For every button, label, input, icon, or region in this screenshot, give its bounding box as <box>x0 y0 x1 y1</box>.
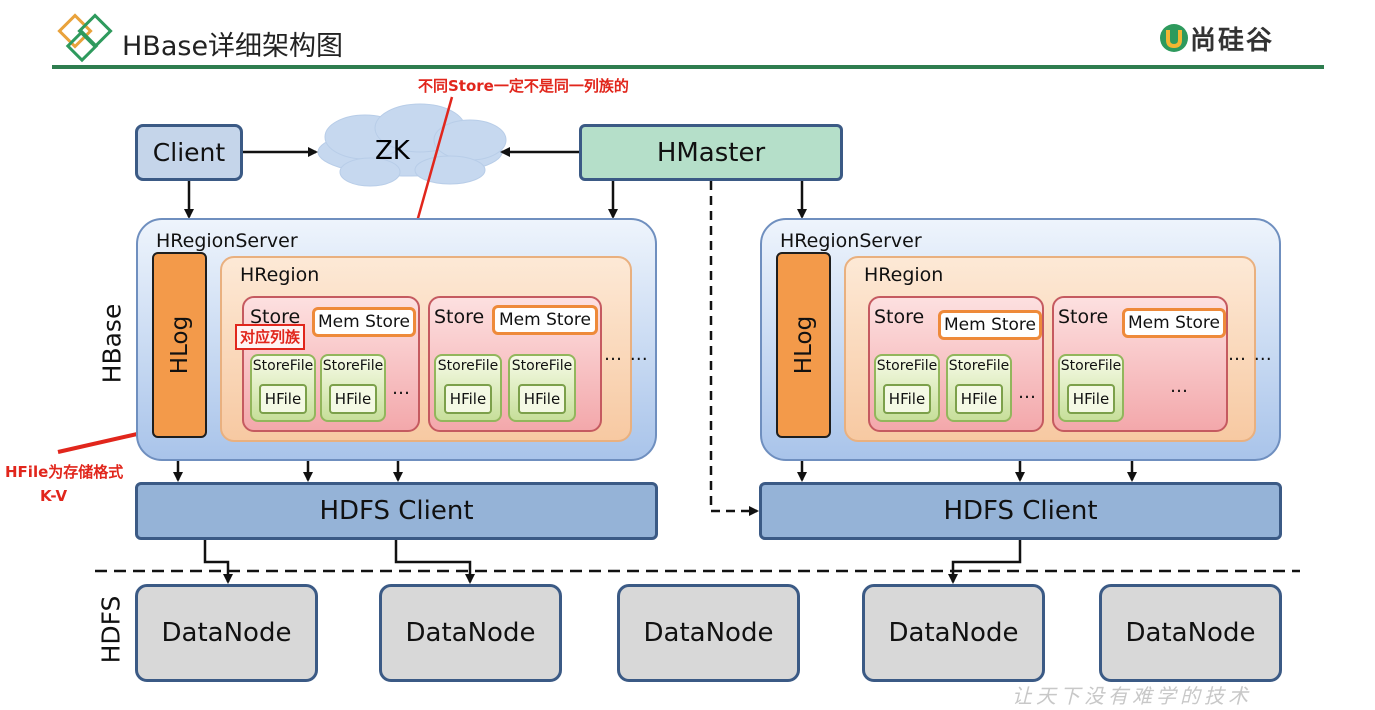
hregionserver-1: HRegionServer HLog HRegion Store Mem Sto… <box>136 218 657 461</box>
slogan-watermark: 让天下没有难学的技术 <box>1012 684 1252 708</box>
hregion-label: HRegion <box>240 264 320 286</box>
more-stores-dots: … … <box>604 344 649 365</box>
hdfs-side-label: HDFS <box>96 595 126 664</box>
hbase-side-label: HBase <box>97 303 127 384</box>
storefile-label: StoreFile <box>1060 358 1122 374</box>
store-box: Store Mem Store StoreFile HFile StoreFil… <box>868 296 1044 432</box>
store-label: Store <box>1058 306 1109 328</box>
hfile-box: HFile <box>1067 384 1115 414</box>
zk-cloud-shape <box>317 103 507 187</box>
hfile-box: HFile <box>329 384 377 414</box>
hlog-label: HLog <box>166 315 193 375</box>
hregionserver-label: HRegionServer <box>156 230 298 252</box>
client-box: Client <box>135 124 243 181</box>
store-box: Store Mem Store StoreFile HFile StoreFil… <box>242 296 420 432</box>
memstore-box: Mem Store <box>1122 308 1226 338</box>
hfile-kv-note: K-V <box>40 487 68 505</box>
datanode-box: DataNode <box>135 584 318 682</box>
store-column-family-note: 不同Store一定不是同一列族的 <box>418 77 629 95</box>
hlog-box: HLog <box>776 252 831 438</box>
datanode-box: DataNode <box>379 584 562 682</box>
hfile-box: HFile <box>883 384 931 414</box>
datanode-box: DataNode <box>862 584 1045 682</box>
storefile-box: StoreFile HFile <box>320 354 386 422</box>
hfile-box: HFile <box>955 384 1003 414</box>
header-divider <box>52 65 1324 69</box>
hregionserver-label: HRegionServer <box>780 230 922 252</box>
more-storefiles-dots: … <box>392 378 411 399</box>
storefile-box: StoreFile HFile <box>434 354 502 422</box>
store-box: Store Mem Store StoreFile HFile StoreFil… <box>428 296 602 432</box>
brand-logo-icon <box>1160 24 1188 52</box>
storefile-label: StoreFile <box>876 358 938 374</box>
storefile-box: StoreFile HFile <box>946 354 1012 422</box>
storefile-label: StoreFile <box>252 358 314 374</box>
more-stores-dots: … … <box>1228 344 1273 365</box>
hregionserver-2: HRegionServer HLog HRegion Store Mem Sto… <box>760 218 1281 461</box>
store-label: Store <box>434 306 485 328</box>
page-title: HBase详细架构图 <box>122 31 344 62</box>
more-storefiles-dots: … <box>1018 382 1037 403</box>
storefile-box: StoreFile HFile <box>250 354 316 422</box>
hregion-box: HRegion Store Mem Store StoreFile HFile … <box>220 256 648 442</box>
memstore-box: Mem Store <box>312 307 416 337</box>
memstore-box: Mem Store <box>492 305 598 335</box>
store-label: Store <box>874 306 925 328</box>
hfile-format-note: HFile为存储格式 <box>5 463 124 481</box>
more-storefiles-dots: … <box>1170 376 1189 397</box>
hfile-box: HFile <box>518 384 566 414</box>
storefile-box: StoreFile HFile <box>508 354 576 422</box>
memstore-box: Mem Store <box>938 310 1042 340</box>
hlog-label: HLog <box>790 315 817 375</box>
hregion-box: HRegion Store Mem Store StoreFile HFile … <box>844 256 1272 442</box>
hregion-label: HRegion <box>864 264 944 286</box>
brand-logo-text: 尚硅谷 <box>1190 26 1275 56</box>
datanode-box: DataNode <box>1099 584 1282 682</box>
column-family-tag: 对应列族 <box>235 324 306 350</box>
storefile-label: StoreFile <box>437 358 499 374</box>
storefile-box: StoreFile HFile <box>1058 354 1124 422</box>
zk-label: ZK <box>375 136 410 166</box>
hdfs-client-box: HDFS Client <box>135 482 658 540</box>
hlog-box: HLog <box>152 252 207 438</box>
store-label: Store <box>250 306 301 328</box>
hmaster-box: HMaster <box>579 124 843 181</box>
datanode-box: DataNode <box>617 584 800 682</box>
hdfs-client-box: HDFS Client <box>759 482 1282 540</box>
storefile-label: StoreFile <box>322 358 384 374</box>
hfile-box: HFile <box>259 384 307 414</box>
storefile-box: StoreFile HFile <box>874 354 940 422</box>
storefile-label: StoreFile <box>948 358 1010 374</box>
store-box: Store Mem Store StoreFile HFile … <box>1052 296 1228 432</box>
hfile-box: HFile <box>444 384 492 414</box>
storefile-label: StoreFile <box>511 358 573 374</box>
logo-diamonds-icon <box>57 13 113 63</box>
